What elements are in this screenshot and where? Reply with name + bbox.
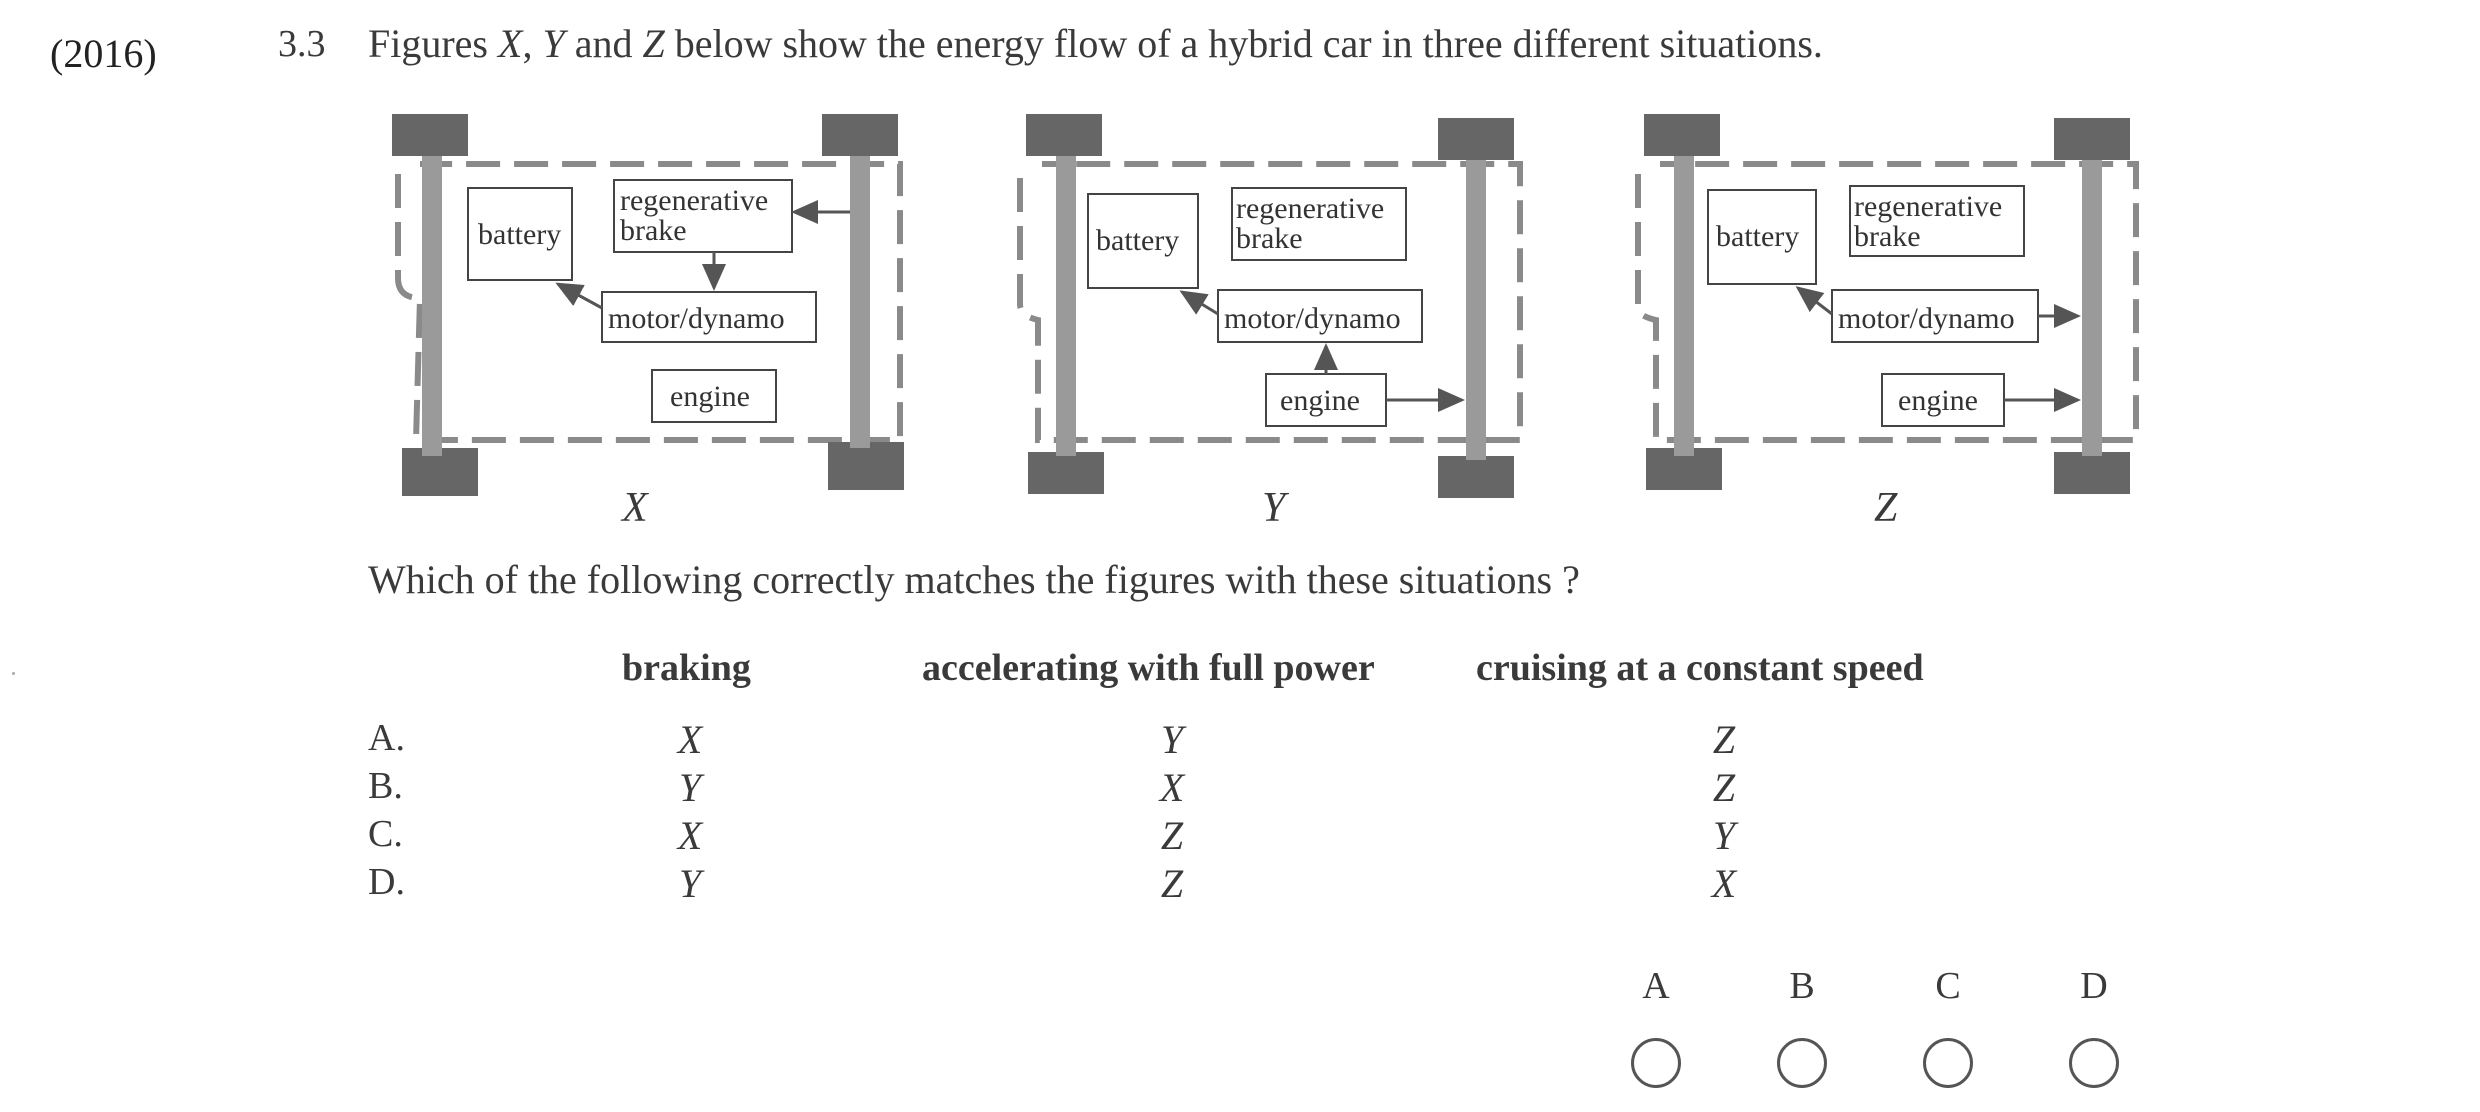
battery-box [1087, 193, 1199, 289]
engine-label: engine [1280, 384, 1360, 417]
answer-radio-a[interactable] [1631, 1038, 1681, 1088]
table-cell: X [677, 717, 703, 762]
brake-label-line1: regenerative [1236, 192, 1384, 225]
question-text: Figures X, Y and Z below show the energy… [368, 21, 1823, 66]
engine-box [651, 369, 777, 423]
axle-left [1674, 156, 1694, 456]
table-cell: X [1711, 861, 1737, 906]
figure-x-label: X [622, 485, 648, 531]
choice-label-a: A [1642, 965, 1670, 1007]
wheel-rear-right [1438, 456, 1514, 498]
engine-label: engine [1898, 384, 1978, 417]
regenerative-brake-box [1849, 185, 2025, 257]
answer-radio-b[interactable] [1777, 1038, 1827, 1088]
brake-label-line2: brake [1854, 220, 1921, 253]
motor-label: motor/dynamo [1838, 302, 2015, 335]
motor-dynamo-box [1831, 289, 2039, 343]
table-cell: X [677, 813, 703, 858]
figure-y-label: Y [1262, 485, 1286, 531]
choice-label-d: D [2080, 965, 2108, 1007]
motor-label: motor/dynamo [1224, 302, 1401, 335]
brake-label-line1: regenerative [1854, 190, 2002, 223]
engine-label: engine [670, 380, 750, 413]
motor-dynamo-box [1217, 289, 1423, 343]
battery-label: battery [478, 218, 561, 251]
wheel-rear-right [828, 442, 904, 490]
axle-right [1466, 160, 1486, 460]
axle-left [422, 156, 442, 456]
brake-label-line1: regenerative [620, 184, 768, 217]
brake-label-line2: brake [1236, 222, 1303, 255]
engine-box [1881, 373, 2005, 427]
wheel-front-right [2054, 118, 2130, 160]
arrow-motor-to-battery [1795, 286, 1833, 316]
table-cell: Y [678, 861, 702, 906]
figure-z: battery regenerative brake motor/dynamo … [1620, 108, 2160, 503]
column-header-cruising: cruising at a constant speed [1476, 647, 1924, 689]
arrow-motor-to-battery [555, 282, 603, 310]
battery-box [467, 187, 573, 281]
axle-right [850, 156, 870, 448]
choice-label-c: C [1935, 965, 1961, 1007]
regenerative-brake-box [1231, 187, 1407, 261]
wheel-front-left [392, 114, 468, 156]
column-header-braking: braking [622, 647, 751, 689]
battery-label: battery [1096, 224, 1179, 257]
engine-box [1265, 373, 1387, 427]
option-label: D. [368, 861, 405, 903]
table-cell: Y [678, 765, 702, 810]
brake-label-line2: brake [620, 214, 687, 247]
scan-speck [12, 672, 15, 675]
option-label: A. [368, 717, 405, 759]
axle-left [1056, 156, 1076, 456]
battery-box [1707, 189, 1817, 285]
option-label: B. [368, 765, 403, 807]
motor-label: motor/dynamo [608, 302, 785, 335]
wheel-front-right [822, 114, 898, 156]
wheel-rear-left [1028, 452, 1104, 494]
figure-x-diagram: battery regenerative brake motor/dynamo … [392, 114, 904, 496]
question-year: (2016) [50, 31, 157, 76]
question-number: 3.3 [278, 23, 326, 65]
table-cell: Z [1160, 861, 1184, 906]
wheel-front-left [1644, 114, 1720, 156]
table-cell: Z [1712, 717, 1736, 762]
wheel-front-left [1026, 114, 1102, 156]
car-outline-dashed [1017, 161, 1523, 443]
car-outline-dashed [1635, 161, 2139, 443]
table-cell: Y [1712, 813, 1736, 858]
question-prompt: Which of the following correctly matches… [368, 557, 1580, 602]
table-cell: Y [1160, 717, 1184, 762]
battery-label: battery [1716, 220, 1799, 253]
figure-x: battery regenerative brake motor/dynamo … [380, 108, 920, 503]
wheel-front-right [1438, 118, 1514, 160]
figure-z-diagram: battery regenerative brake motor/dynamo … [1635, 114, 2139, 494]
table-cell: Z [1712, 765, 1736, 810]
figure-y-diagram: battery regenerative brake motor/dynamo … [1017, 114, 1523, 498]
regenerative-brake-box [613, 179, 793, 253]
option-label: C. [368, 813, 403, 855]
answer-radio-d[interactable] [2069, 1038, 2119, 1088]
figure-z-label: Z [1874, 485, 1898, 531]
axle-right [2082, 160, 2102, 456]
motor-dynamo-box [601, 291, 817, 343]
wheel-rear-right [2054, 452, 2130, 494]
choice-label-b: B [1789, 965, 1815, 1007]
table-cell: Z [1160, 813, 1184, 858]
table-cell: X [1159, 765, 1185, 810]
car-outline-dashed [395, 161, 903, 443]
arrow-motor-to-battery [1179, 290, 1219, 316]
figure-y: battery regenerative brake motor/dynamo … [1002, 108, 1542, 503]
answer-radio-c[interactable] [1923, 1038, 1973, 1088]
column-header-accelerating: accelerating with full power [922, 647, 1375, 689]
